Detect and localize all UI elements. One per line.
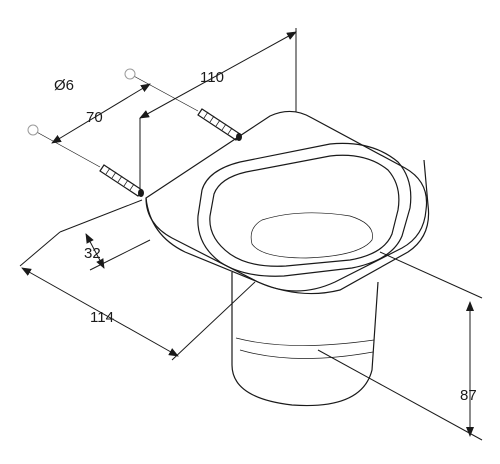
dimension-70: 70 bbox=[51, 83, 151, 144]
screw-front bbox=[99, 164, 144, 197]
dimension-32-label: 32 bbox=[84, 245, 101, 262]
dimension-32: 32 bbox=[59, 199, 151, 271]
dimension-87: 87 bbox=[317, 251, 483, 441]
holder-body bbox=[145, 110, 430, 295]
holder-top bbox=[145, 110, 428, 292]
holder-opening-outer bbox=[197, 142, 412, 277]
cup-rim bbox=[250, 212, 373, 259]
holder-opening-inner bbox=[209, 154, 400, 267]
screw-rear bbox=[197, 108, 242, 141]
glass-cup bbox=[231, 272, 379, 407]
dimension-87-label: 87 bbox=[460, 387, 477, 404]
dimension-70-label: 70 bbox=[86, 109, 103, 126]
dimension-114: 114 bbox=[19, 231, 256, 361]
dimension-110-label: 110 bbox=[200, 69, 224, 86]
dimension-114-label: 114 bbox=[90, 309, 114, 326]
holder-side bbox=[145, 159, 430, 295]
hole-diameter-label: Ø6 bbox=[54, 77, 74, 94]
dimension-110: 110 bbox=[139, 28, 297, 192]
